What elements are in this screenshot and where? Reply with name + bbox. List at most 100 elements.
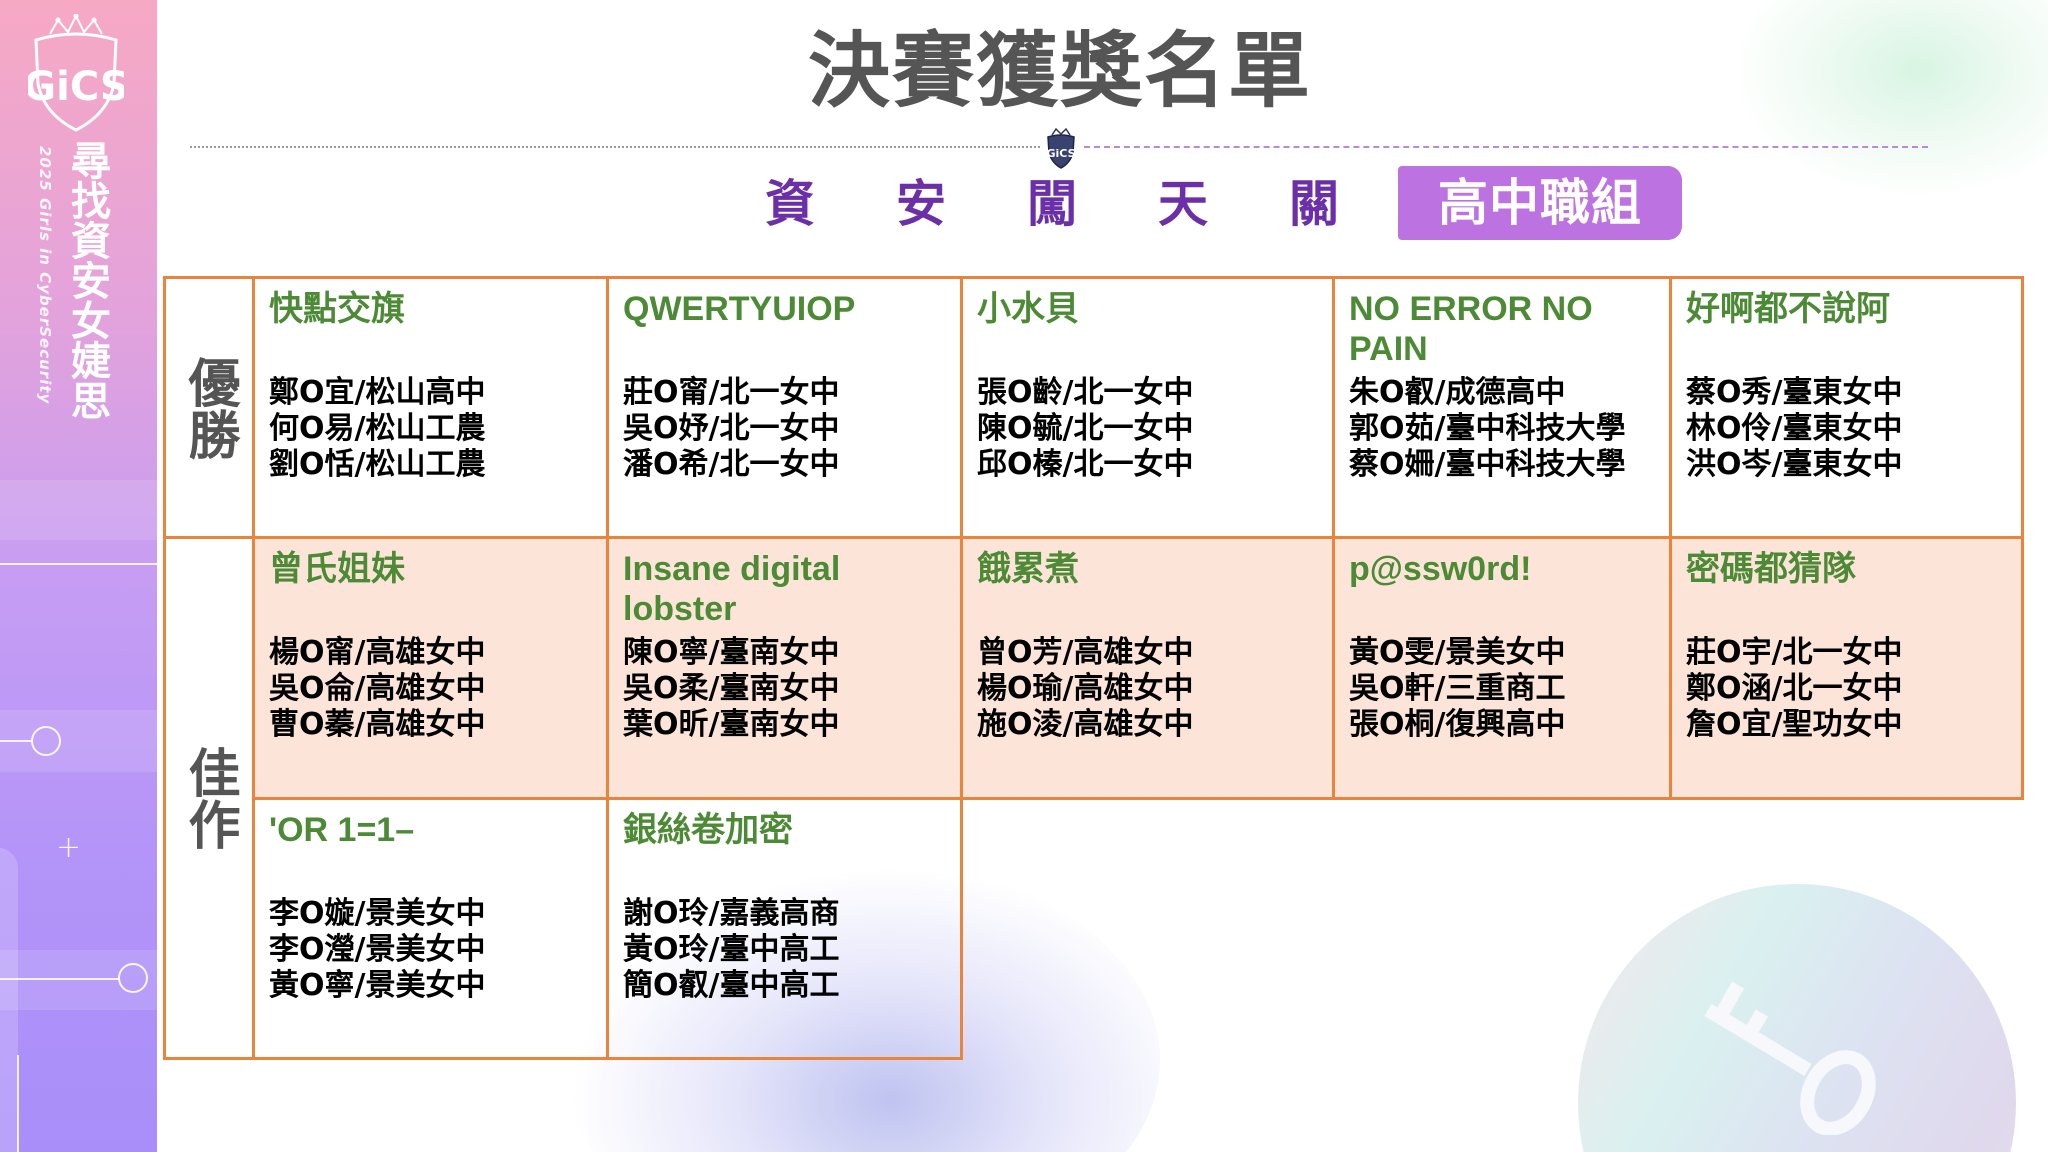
team-name: 快點交旗 <box>269 290 405 328</box>
sidebar-line <box>17 1055 19 1152</box>
member: 曾O芳/高雄女中 <box>977 635 1194 670</box>
sidebar-title: 尋找資安女婕思 <box>64 140 110 420</box>
member: 蔡O姍/臺中科技大學 <box>1349 447 1626 482</box>
event-name: 資 安 闖 天 關 <box>765 172 1420 236</box>
sidebar-subtitle: 2025 Girls in CyberSecurity <box>36 146 54 405</box>
team-cell: QWERTYUIOP 莊O甯/北一女中 吳O妤/北一女中 潘O希/北一女中 <box>606 276 963 539</box>
sidebar-banner: + GiCS 2025 Girls in CyberSecurity 尋找資安女… <box>0 0 157 1152</box>
team-name: 密碼都猜隊 <box>1686 550 1856 588</box>
member-list: 莊O甯/北一女中 吳O妤/北一女中 潘O希/北一女中 <box>623 375 839 483</box>
svg-text:GiCS: GiCS <box>28 64 124 110</box>
member: 莊O宇/北一女中 <box>1686 635 1903 670</box>
team-cell: p@ssw0rd! 黃O雯/景美女中 吳O軒/三重商工 張O桐/復興高中 <box>1332 536 1672 800</box>
member: 鄭O涵/北一女中 <box>1686 671 1903 706</box>
member: 張O桐/復興高中 <box>1349 707 1566 742</box>
member: 何O易/松山工農 <box>269 411 486 446</box>
member: 潘O希/北一女中 <box>623 447 840 482</box>
member: 謝O玲/嘉義高商 <box>623 896 840 931</box>
team-name: p@ssw0rd! <box>1349 550 1532 588</box>
member-list: 陳O寧/臺南女中 吳O柔/臺南女中 葉O昕/臺南女中 <box>623 635 839 743</box>
member: 陳O寧/臺南女中 <box>623 635 840 670</box>
sidebar-pill <box>0 848 18 1152</box>
member-list: 李O嫙/景美女中 李O瀅/景美女中 黃O寧/景美女中 <box>269 896 485 1004</box>
member: 吳O軒/三重商工 <box>1349 671 1566 706</box>
team-name: NO ERROR NO PAIN <box>1349 290 1593 368</box>
ring-icon <box>31 726 61 756</box>
sidebar-line <box>0 740 32 742</box>
gics-shield-logo-icon: GiCS <box>28 14 124 132</box>
team-cell: Insane digital lobster 陳O寧/臺南女中 吳O柔/臺南女中… <box>606 536 963 800</box>
member-list: 朱O叡/成德高中 郭O茹/臺中科技大學 蔡O姍/臺中科技大學 <box>1349 375 1625 483</box>
team-name: QWERTYUIOP <box>623 290 856 328</box>
page-title: 決賽獲獎名單 <box>807 24 1312 119</box>
member-list: 曾O芳/高雄女中 楊O瑜/高雄女中 施O淩/高雄女中 <box>977 635 1193 743</box>
member: 吳O柔/臺南女中 <box>623 671 840 706</box>
event-name-char: 關 <box>1289 175 1339 233</box>
member: 陳O毓/北一女中 <box>977 411 1194 446</box>
team-cell: 'OR 1=1– 李O嫙/景美女中 李O瀅/景美女中 黃O寧/景美女中 <box>252 797 609 1060</box>
gics-shield-small-icon: GiCS <box>1047 127 1076 169</box>
member: 張O齡/北一女中 <box>977 375 1194 410</box>
member: 黃O玲/臺中高工 <box>623 932 840 967</box>
event-name-char: 安 <box>896 175 946 233</box>
member: 林O伶/臺東女中 <box>1686 411 1903 446</box>
team-cell: 小水貝 張O齡/北一女中 陳O毓/北一女中 邱O榛/北一女中 <box>960 276 1335 539</box>
member: 黃O雯/景美女中 <box>1349 635 1566 670</box>
rank-label-honorable: 佳作 <box>163 536 255 1060</box>
member: 詹O宜/聖功女中 <box>1686 707 1903 742</box>
member: 劉O恬/松山工農 <box>269 447 486 482</box>
event-name-char: 闖 <box>1027 175 1077 233</box>
member-list: 張O齡/北一女中 陳O毓/北一女中 邱O榛/北一女中 <box>977 375 1193 483</box>
member-list: 楊O甯/高雄女中 吳O侖/高雄女中 曹O蓁/高雄女中 <box>269 635 485 743</box>
member: 朱O叡/成德高中 <box>1349 375 1566 410</box>
team-cell: NO ERROR NO PAIN 朱O叡/成德高中 郭O茹/臺中科技大學 蔡O姍… <box>1332 276 1672 539</box>
member: 郭O茹/臺中科技大學 <box>1349 411 1626 446</box>
plus-icon: + <box>56 830 82 865</box>
member: 蔡O秀/臺東女中 <box>1686 375 1903 410</box>
member: 李O瀅/景美女中 <box>269 932 486 967</box>
member: 吳O妤/北一女中 <box>623 411 840 446</box>
member: 邱O榛/北一女中 <box>977 447 1194 482</box>
team-name: 餓累煮 <box>977 550 1079 588</box>
member: 吳O侖/高雄女中 <box>269 671 486 706</box>
divider <box>1084 146 1928 148</box>
team-cell: 密碼都猜隊 莊O宇/北一女中 鄭O涵/北一女中 詹O宜/聖功女中 <box>1669 536 2024 800</box>
team-name: Insane digital lobster <box>623 550 841 628</box>
team-cell: 好啊都不說阿 蔡O秀/臺東女中 林O伶/臺東女中 洪O岑/臺東女中 <box>1669 276 2024 539</box>
member: 楊O瑜/高雄女中 <box>977 671 1194 706</box>
member: 楊O甯/高雄女中 <box>269 635 486 670</box>
team-cell: 銀絲卷加密 謝O玲/嘉義高商 黃O玲/臺中高工 簡O叡/臺中高工 <box>606 797 963 1060</box>
member-list: 莊O宇/北一女中 鄭O涵/北一女中 詹O宜/聖功女中 <box>1686 635 1902 743</box>
team-cell: 餓累煮 曾O芳/高雄女中 楊O瑜/高雄女中 施O淩/高雄女中 <box>960 536 1335 800</box>
event-name-char: 天 <box>1158 175 1208 233</box>
member-list: 鄭O宜/松山高中 何O易/松山工農 劉O恬/松山工農 <box>269 375 485 483</box>
member: 施O淩/高雄女中 <box>977 707 1194 742</box>
team-name: 曾氏姐妹 <box>269 550 405 588</box>
sidebar-line <box>0 978 120 980</box>
member: 洪O岑/臺東女中 <box>1686 447 1903 482</box>
member-list: 謝O玲/嘉義高商 黃O玲/臺中高工 簡O叡/臺中高工 <box>623 896 839 1004</box>
team-name: 銀絲卷加密 <box>623 811 793 849</box>
member-list: 黃O雯/景美女中 吳O軒/三重商工 張O桐/復興高中 <box>1349 635 1565 743</box>
member: 曹O蓁/高雄女中 <box>269 707 486 742</box>
member-list: 蔡O秀/臺東女中 林O伶/臺東女中 洪O岑/臺東女中 <box>1686 375 1902 483</box>
group-badge: 高中職組 <box>1398 166 1682 240</box>
sidebar-line <box>0 563 157 565</box>
svg-text:GiCS: GiCS <box>1047 147 1076 160</box>
member: 葉O昕/臺南女中 <box>623 707 840 742</box>
decorative-blob <box>1728 0 2048 200</box>
team-cell: 快點交旗 鄭O宜/松山高中 何O易/松山工農 劉O恬/松山工農 <box>252 276 609 539</box>
key-icon <box>1704 981 1876 1135</box>
event-name-char: 資 <box>765 175 815 233</box>
member: 李O嫙/景美女中 <box>269 896 486 931</box>
divider <box>190 146 1040 148</box>
team-name: 小水貝 <box>977 290 1079 328</box>
team-cell: 曾氏姐妹 楊O甯/高雄女中 吳O侖/高雄女中 曹O蓁/高雄女中 <box>252 536 609 800</box>
member: 莊O甯/北一女中 <box>623 375 840 410</box>
ring-icon <box>118 963 148 993</box>
member: 鄭O宜/松山高中 <box>269 375 486 410</box>
sidebar-band <box>0 480 157 540</box>
rank-label-winners: 優勝 <box>163 276 255 539</box>
member: 黃O寧/景美女中 <box>269 968 486 1003</box>
team-name: 好啊都不說阿 <box>1686 290 1890 328</box>
